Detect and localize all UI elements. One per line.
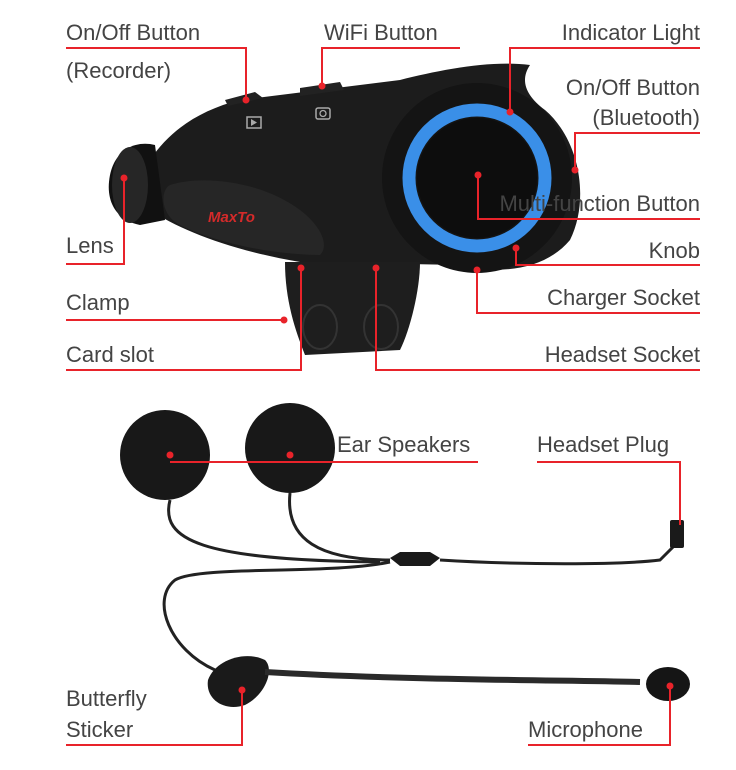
labels: On/Off Button (Recorder) WiFi Button Ind… <box>66 20 700 742</box>
leader-lines <box>66 47 700 746</box>
camera-icon <box>315 107 331 120</box>
label-butterfly-sub: Sticker <box>66 717 133 742</box>
label-onoff-recorder-sub: (Recorder) <box>66 58 171 83</box>
indicator-light-ring <box>402 103 552 253</box>
label-indicator-light: Indicator Light <box>562 20 700 45</box>
brand-logo: MaxTo <box>208 209 255 226</box>
label-headset-plug: Headset Plug <box>537 432 669 457</box>
headset <box>120 403 690 708</box>
label-ear-speakers: Ear Speakers <box>337 432 470 457</box>
label-lens: Lens <box>66 233 114 258</box>
ear-speaker-left <box>120 410 210 500</box>
label-clamp: Clamp <box>66 290 130 315</box>
label-onoff-bluetooth: On/Off Button <box>566 75 700 100</box>
label-onoff-recorder: On/Off Button <box>66 20 200 45</box>
side-panel <box>163 180 324 255</box>
butterfly-sticker <box>207 656 269 708</box>
lens <box>112 147 148 223</box>
boom-arm <box>264 669 641 685</box>
label-charger-socket: Charger Socket <box>547 285 700 310</box>
clamp <box>285 262 420 355</box>
video-camera-icon <box>246 116 262 129</box>
label-wifi-button: WiFi Button <box>324 20 438 45</box>
label-card-slot: Card slot <box>66 342 154 367</box>
label-headset-socket: Headset Socket <box>545 342 700 367</box>
label-butterfly: Butterfly <box>66 686 147 711</box>
label-microphone: Microphone <box>528 717 643 742</box>
label-onoff-bluetooth-sub: (Bluetooth) <box>592 105 700 130</box>
label-multifunction-button: Multi-function Button <box>499 191 700 216</box>
headset-plug <box>670 520 684 548</box>
label-knob: Knob <box>649 238 700 263</box>
ear-speaker-right <box>245 403 335 493</box>
